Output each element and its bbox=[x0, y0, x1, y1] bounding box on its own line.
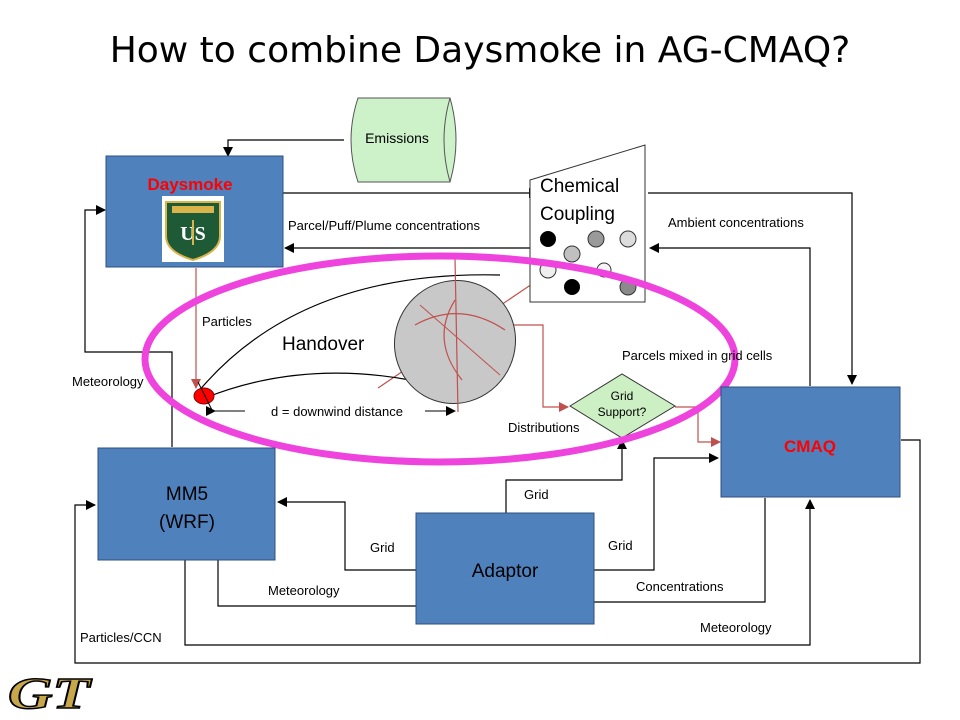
mm5-label: MM5 bbox=[166, 484, 208, 505]
daysmoke-label: Daysmoke bbox=[147, 175, 232, 194]
cmaq-node: CMAQ bbox=[720, 386, 901, 498]
connector-emissions-daysmoke bbox=[223, 139, 344, 157]
adaptor-node: Adaptor bbox=[415, 512, 595, 625]
connector-mm5-cmaq bbox=[184, 499, 815, 646]
emissions-node: Emissions bbox=[350, 97, 457, 183]
connector-chemical-cmaq bbox=[648, 192, 857, 385]
grid-support-line2: Support? bbox=[598, 405, 647, 419]
source-point bbox=[193, 387, 215, 405]
meteorology-left-label: Meteorology bbox=[72, 374, 144, 389]
meteorology-bottom-label: Meteorology bbox=[700, 620, 772, 635]
connector-cmaq-mm5 bbox=[74, 439, 921, 664]
distributions-arrow bbox=[510, 324, 569, 412]
parcels-mixed-label: Parcels mixed in grid cells bbox=[622, 348, 773, 363]
grid-right-label: Grid bbox=[608, 538, 633, 553]
connector-adaptor-gridsupport bbox=[505, 439, 627, 513]
daysmoke-node: Daysmoke US bbox=[105, 155, 284, 268]
downwind-dimension: d = downwind distance bbox=[206, 404, 456, 419]
wrf-label: (WRF) bbox=[159, 512, 215, 533]
grid-support-line1: Grid bbox=[611, 389, 634, 403]
concentrations-label: Concentrations bbox=[636, 579, 724, 594]
grid-left-label: Grid bbox=[370, 540, 395, 555]
downwind-label: d = downwind distance bbox=[271, 404, 403, 419]
connector-mm5-daysmoke bbox=[84, 205, 173, 447]
mm5-node: MM5 (WRF) bbox=[97, 447, 276, 561]
particles-ccn-label: Particles/CCN bbox=[80, 630, 162, 645]
parcels-mixed-arrow bbox=[675, 406, 721, 447]
adaptor-label: Adaptor bbox=[472, 561, 539, 582]
connector-cmaq-chemical bbox=[649, 243, 811, 386]
particles-label: Particles bbox=[202, 314, 252, 329]
georgia-tech-logo: GT bbox=[7, 668, 93, 719]
connectors bbox=[74, 139, 921, 664]
connector-mm5-adaptor bbox=[217, 560, 449, 611]
ambient-concentrations-label: Ambient concentrations bbox=[668, 215, 804, 230]
highlight-ring bbox=[141, 252, 739, 466]
edge-labels: Parcel/Puff/Plume concentrations Ambient… bbox=[72, 215, 804, 645]
handover-label: Handover bbox=[282, 334, 365, 355]
chemical-label: Chemical bbox=[540, 176, 619, 197]
grid-support-node: Grid Support? bbox=[569, 373, 676, 439]
connector-cmaq-adaptor bbox=[566, 498, 766, 607]
connector-adaptor-mm5 bbox=[277, 497, 416, 571]
coupling-label: Coupling bbox=[540, 204, 615, 225]
svg-text:GT: GT bbox=[8, 669, 93, 718]
slide-title: How to combine Daysmoke in AG-CMAQ? bbox=[109, 30, 851, 71]
parcel-concentrations-label: Parcel/Puff/Plume concentrations bbox=[288, 218, 480, 233]
distributions-label: Distributions bbox=[508, 420, 580, 435]
cmaq-label: CMAQ bbox=[784, 437, 836, 456]
grid-top-label: Grid bbox=[524, 487, 549, 502]
connector-adaptor-cmaq bbox=[594, 453, 719, 571]
emissions-label: Emissions bbox=[365, 130, 429, 146]
handover-plume: Handover bbox=[193, 257, 517, 413]
meteorology-mid-label: Meteorology bbox=[268, 583, 340, 598]
forest-service-logo: US bbox=[162, 196, 224, 262]
